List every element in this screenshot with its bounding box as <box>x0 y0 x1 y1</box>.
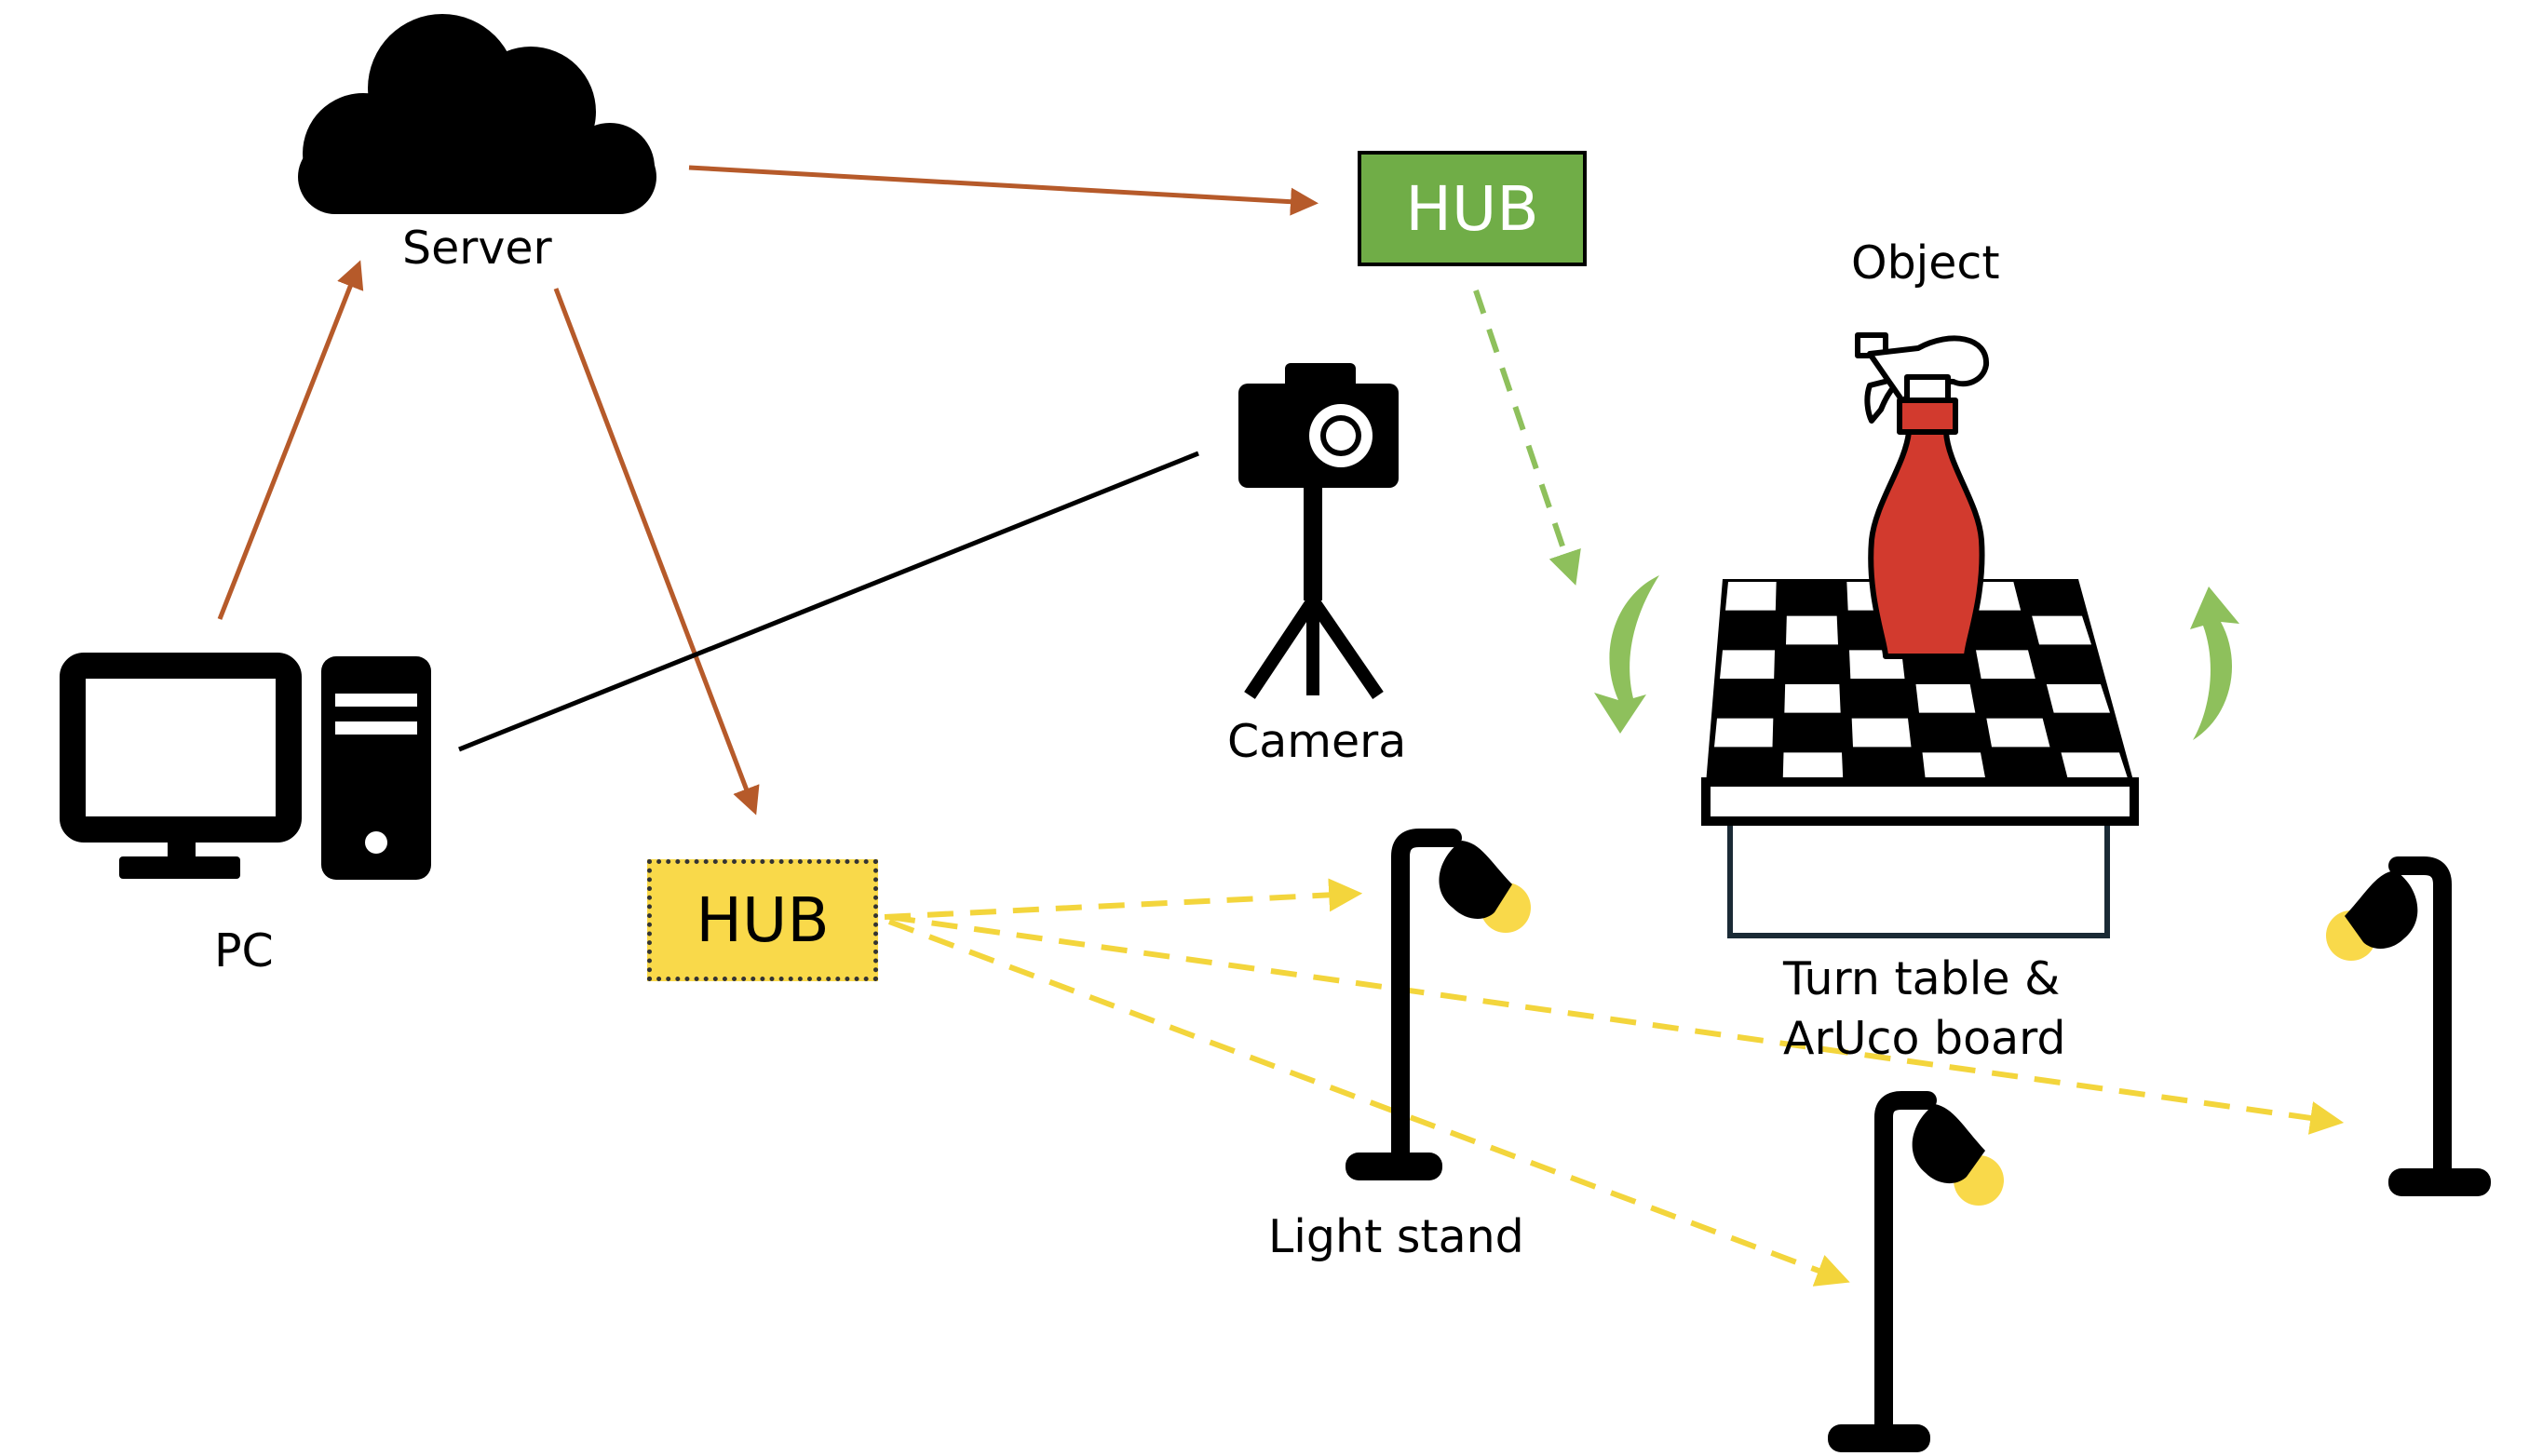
checker-square <box>1725 582 1777 611</box>
object-label: Object <box>1851 236 2000 290</box>
signal-to-lamp-1 <box>884 878 1363 920</box>
checker-square <box>1915 684 1976 713</box>
checker-square <box>1976 650 2035 679</box>
rotation-arrow-icon <box>1594 575 2239 740</box>
camera-label: Camera <box>1227 715 1407 768</box>
checkerboard-turntable-icon <box>1701 579 2139 938</box>
checker-square <box>1786 615 1838 645</box>
desk-lamp-icon <box>1828 1091 2004 1452</box>
server-to-light-hub-arrow <box>553 288 760 816</box>
checker-square <box>2032 615 2091 645</box>
camera-on-tripod-icon <box>1238 363 1399 699</box>
pc-to-camera-cable <box>458 451 1199 752</box>
light-stand-label: Light stand <box>1268 1210 1524 1263</box>
server-to-cloud-hub-arrow <box>688 165 1319 216</box>
server-links <box>217 165 1319 816</box>
checker-square <box>1851 718 1912 748</box>
checker-square <box>2061 752 2129 781</box>
checker-square <box>1986 718 2050 748</box>
checker-square <box>2046 684 2110 713</box>
checker-square <box>1782 752 1844 781</box>
light-hub-signals <box>884 878 2345 1287</box>
turntable-label-line1: Turn table & <box>1783 952 2061 1005</box>
checker-square <box>1784 684 1841 713</box>
cloud-icon <box>298 14 656 214</box>
desktop-computer-icon <box>60 653 431 880</box>
spray-bottle-icon <box>1855 332 1990 659</box>
checker-square <box>1720 650 1775 679</box>
cloud-hub-box: HUB <box>1358 151 1587 266</box>
desk-lamp-icon <box>1346 829 1531 1180</box>
server-label: Server <box>402 222 552 275</box>
checker-square <box>1922 752 1986 781</box>
light-hub-box: HUB <box>647 859 878 981</box>
checker-square <box>1714 718 1774 748</box>
desk-lamp-icon <box>2326 856 2491 1196</box>
turntable-label-line2: ArUco board <box>1783 1012 2066 1065</box>
pc-to-server-arrow <box>217 260 364 620</box>
pc-label: PC <box>214 924 274 977</box>
signal-to-lamp-3 <box>888 914 2345 1135</box>
cloud-hub-signal-arrow <box>1473 290 1581 586</box>
